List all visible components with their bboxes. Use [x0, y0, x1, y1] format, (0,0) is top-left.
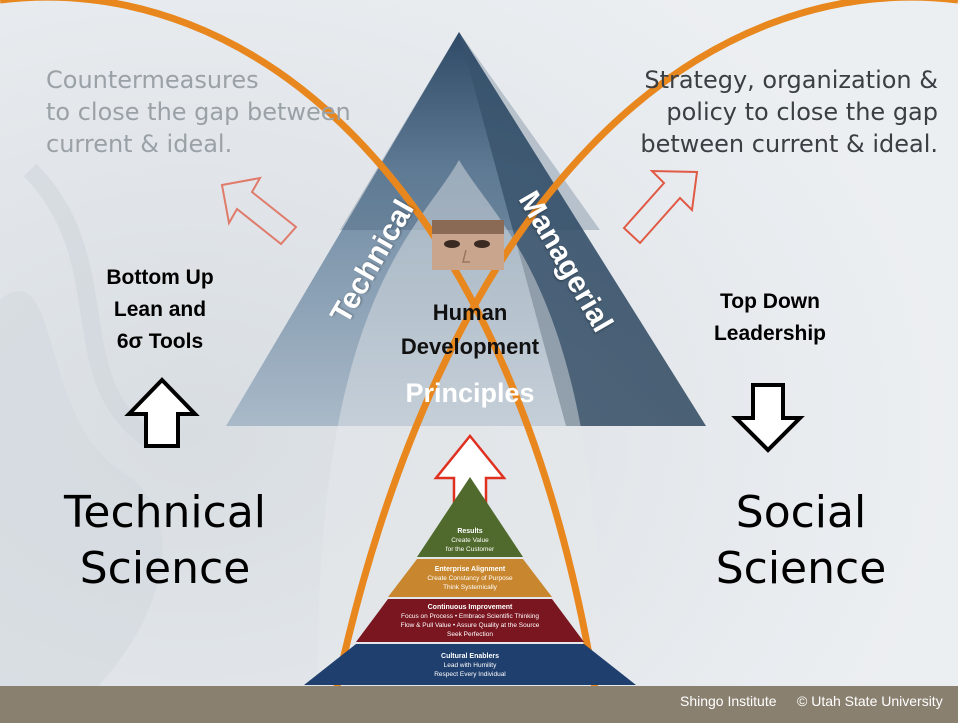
strategy-line1: Strategy, organization &: [644, 66, 938, 94]
triangle-shade: [340, 32, 600, 230]
countermeasures-line3: current & ideal.: [46, 130, 233, 158]
results-title: Results: [457, 528, 483, 535]
continuous-line2: Flow & Pull Value • Assure Quality at th…: [400, 622, 540, 629]
pyramid-tier-continuous: [356, 599, 584, 642]
up-arrow-icon: [124, 377, 200, 448]
cultural-line1: Lead with Humility: [443, 662, 497, 669]
pyramid-enterprise-text: Enterprise Alignment Create Constancy of…: [390, 565, 550, 592]
strategy-line2: policy to close the gap: [666, 98, 938, 126]
bottom-up-line1: Bottom Up: [106, 266, 214, 289]
results-line2: for the Customer: [445, 546, 495, 553]
footer-copyright: © Utah State University: [797, 693, 943, 709]
cultural-title: Cultural Enablers: [441, 653, 499, 660]
results-line1: Create Value: [451, 537, 489, 544]
footer-shingo-institute: Shingo Institute: [680, 693, 777, 709]
top-down-label: Top Down Leadership: [670, 286, 870, 350]
enterprise-line2: Think Systemically: [443, 584, 497, 591]
pyramid-tier-enterprise: [388, 559, 552, 597]
left-ring-arc: [326, 0, 958, 721]
enterprise-title: Enterprise Alignment: [434, 566, 506, 573]
pyramid-tier-results: [417, 477, 523, 557]
shingo-pyramid: [304, 477, 636, 685]
technical-science-line1: Technical: [63, 487, 267, 538]
strategy-note: Strategy, organization & policy to close…: [600, 64, 938, 160]
background-swirl-line: [23, 163, 156, 448]
background-swirl: [0, 290, 163, 723]
social-science-label: Social Science: [676, 485, 926, 597]
social-science-line1: Social: [735, 487, 867, 538]
social-science-line2: Science: [715, 543, 887, 594]
bottom-up-line3: 6σ Tools: [116, 330, 204, 353]
triangle-managerial-side: [459, 32, 706, 426]
footer-bar: [0, 686, 958, 723]
up-left-arrow-icon: [220, 176, 298, 246]
bottom-up-label: Bottom Up Lean and 6σ Tools: [60, 262, 260, 358]
right-ring-arc: [0, 0, 604, 721]
human-line: Human: [432, 300, 508, 325]
down-arrow-icon: [731, 383, 805, 453]
face-photo: [432, 220, 504, 270]
countermeasures-line1: Countermeasures: [46, 66, 259, 94]
strategy-line3: between current & ideal.: [640, 130, 938, 158]
technical-science-line2: Science: [79, 543, 251, 594]
technical-science-label: Technical Science: [40, 485, 290, 597]
pyramid-tier-cultural: [304, 644, 636, 685]
enterprise-line1: Create Constancy of Purpose: [427, 575, 513, 582]
principles-label: Principles: [405, 378, 535, 408]
development-line: Development: [400, 334, 540, 359]
human-development-label: Human Development: [370, 296, 570, 364]
pyramid-cultural-text: Cultural Enablers Lead with Humility Res…: [370, 652, 570, 679]
pyramid-results-text: Results Create Value for the Customer: [420, 527, 520, 554]
continuous-title: Continuous Improvement: [427, 604, 513, 611]
countermeasures-line2: to close the gap between: [46, 98, 351, 126]
bottom-up-line2: Lean and: [113, 298, 207, 321]
continuous-line1: Focus on Process • Embrace Scientific Th…: [401, 613, 539, 620]
top-down-line1: Top Down: [720, 290, 820, 313]
pyramid-continuous-text: Continuous Improvement Focus on Process …: [370, 603, 570, 639]
top-down-line2: Leadership: [713, 322, 827, 345]
up-right-arrow-icon: [622, 169, 699, 245]
countermeasures-note: Countermeasures to close the gap between…: [46, 64, 376, 160]
cultural-line2: Respect Every Individual: [434, 671, 506, 678]
continuous-line3: Seek Perfection: [447, 631, 493, 638]
